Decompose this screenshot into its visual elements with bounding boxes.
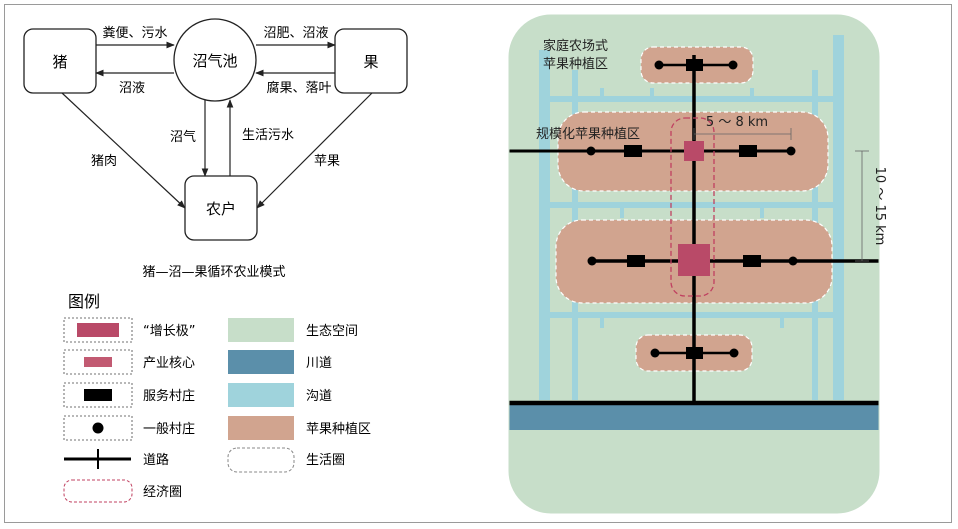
legend-swatch-eco-space (228, 318, 294, 342)
legend-growth-pole-mark (77, 323, 119, 337)
edge-label-fruit-to-farmer: 苹果 (314, 154, 340, 169)
general-village (654, 60, 664, 70)
dim-horizontal-label: 5 ～ 8 km (706, 115, 768, 130)
general-village (728, 60, 738, 70)
river-road (509, 403, 879, 430)
legend-label-gully: 沟道 (306, 389, 332, 404)
spatial-model-map: 5 ～ 8 km 10 ～ 15 km 家庭农场式 苹果种植区 规模化苹果种植区 (508, 14, 887, 514)
service-village (627, 255, 645, 267)
node-pig-box (23, 28, 97, 94)
legend-label-life-circle: 生活圈 (306, 453, 345, 468)
legend-label-general-village: 一般村庄 (143, 421, 195, 437)
legend-swatch-river-road (228, 350, 294, 374)
node-fruit-box (334, 28, 408, 94)
legend-title: 图例 (68, 292, 100, 311)
growth-pole (678, 244, 710, 276)
gully-tick-3 (750, 88, 754, 98)
service-village (743, 255, 761, 267)
legend-label-road: 道路 (143, 452, 169, 468)
label-scale-zone: 规模化苹果种植区 (536, 127, 640, 142)
general-village (788, 256, 798, 266)
label-family-farm-line1: 家庭农场式 (543, 38, 608, 54)
gully-right-main (833, 35, 844, 400)
service-village (739, 145, 757, 157)
general-village (587, 256, 597, 266)
dim-vertical-label: 10 ～ 15 km (872, 167, 887, 246)
map-outline (508, 14, 880, 514)
general-village (729, 348, 739, 358)
legend-label-service-village: 服务村庄 (143, 388, 195, 404)
gully-tick-5 (760, 208, 764, 218)
gully-tick-7 (780, 318, 784, 328)
gully-tick-6 (600, 318, 604, 328)
edge-label-fruit-to-biogas: 腐果、落叶 (266, 81, 331, 96)
legend-label-river-road: 川道 (306, 356, 332, 371)
legend-general-village-mark (92, 422, 104, 434)
node-pig-label: 猪 (52, 53, 67, 71)
legend-swatch-apple-zone (228, 416, 294, 440)
legend-label-industry-core: 产业核心 (143, 356, 195, 371)
legend-swatch-econ-circle (63, 479, 133, 503)
legend-label-eco-space: 生态空间 (306, 324, 358, 339)
legend-industry-core-mark (84, 357, 112, 367)
service-village (686, 59, 703, 71)
gully-left-main (539, 50, 550, 400)
gully-tick-4 (620, 208, 624, 218)
service-village (624, 145, 642, 157)
cycle-diagram: 猪 沼气池 果 农户 粪便、污水 沼液 沼肥、沼液 腐果、落叶 沼气 生活污水 … (23, 18, 408, 280)
legend-service-village-mark (84, 389, 112, 401)
label-family-farm-line2: 苹果种植区 (543, 57, 608, 72)
edge-label-biogas-to-farmer: 沼气 (170, 129, 196, 145)
edge-label-biogas-to-pig: 沼液 (119, 81, 145, 96)
cycle-caption: 猪—沼—果循环农业模式 (142, 265, 285, 280)
arrow-fruit-to-farmer (256, 92, 373, 209)
legend-label-econ-circle: 经济圈 (143, 485, 182, 500)
arrow-pig-to-farmer (61, 92, 186, 209)
figure-frame (4, 4, 952, 523)
node-biogas-circle (173, 18, 257, 102)
node-farmer-label: 农户 (206, 200, 236, 218)
gully-branch-1 (539, 96, 844, 102)
general-village (650, 348, 660, 358)
edge-label-biogas-to-fruit: 沼肥、沼液 (263, 26, 328, 41)
legend-swatch-gully (228, 383, 294, 407)
gully-branch-2 (539, 202, 844, 208)
service-village (686, 347, 703, 359)
general-village (586, 146, 596, 156)
edge-label-pig-to-farmer: 猪肉 (91, 154, 117, 169)
edge-label-pig-to-biogas: 粪便、污水 (102, 26, 167, 41)
legend: 图例 “增长极” 产业核心 服务村庄 一般村庄 道路 经济圈 生态空间 川道 沟… (63, 292, 371, 503)
economic-circle (670, 117, 715, 297)
industry-core (684, 141, 704, 161)
gully-tick-2 (650, 88, 654, 98)
edge-label-farmer-to-biogas: 生活污水 (242, 128, 294, 143)
gully-branch-3 (539, 312, 844, 318)
legend-label-apple-zone: 苹果种植区 (306, 422, 371, 437)
general-village (786, 146, 796, 156)
legend-swatch-life-circle (227, 447, 295, 473)
node-biogas-label: 沼气池 (192, 52, 237, 70)
legend-label-growth-pole: “增长极” (143, 324, 195, 339)
gully-tick-1 (600, 88, 604, 98)
node-fruit-label: 果 (363, 53, 378, 71)
